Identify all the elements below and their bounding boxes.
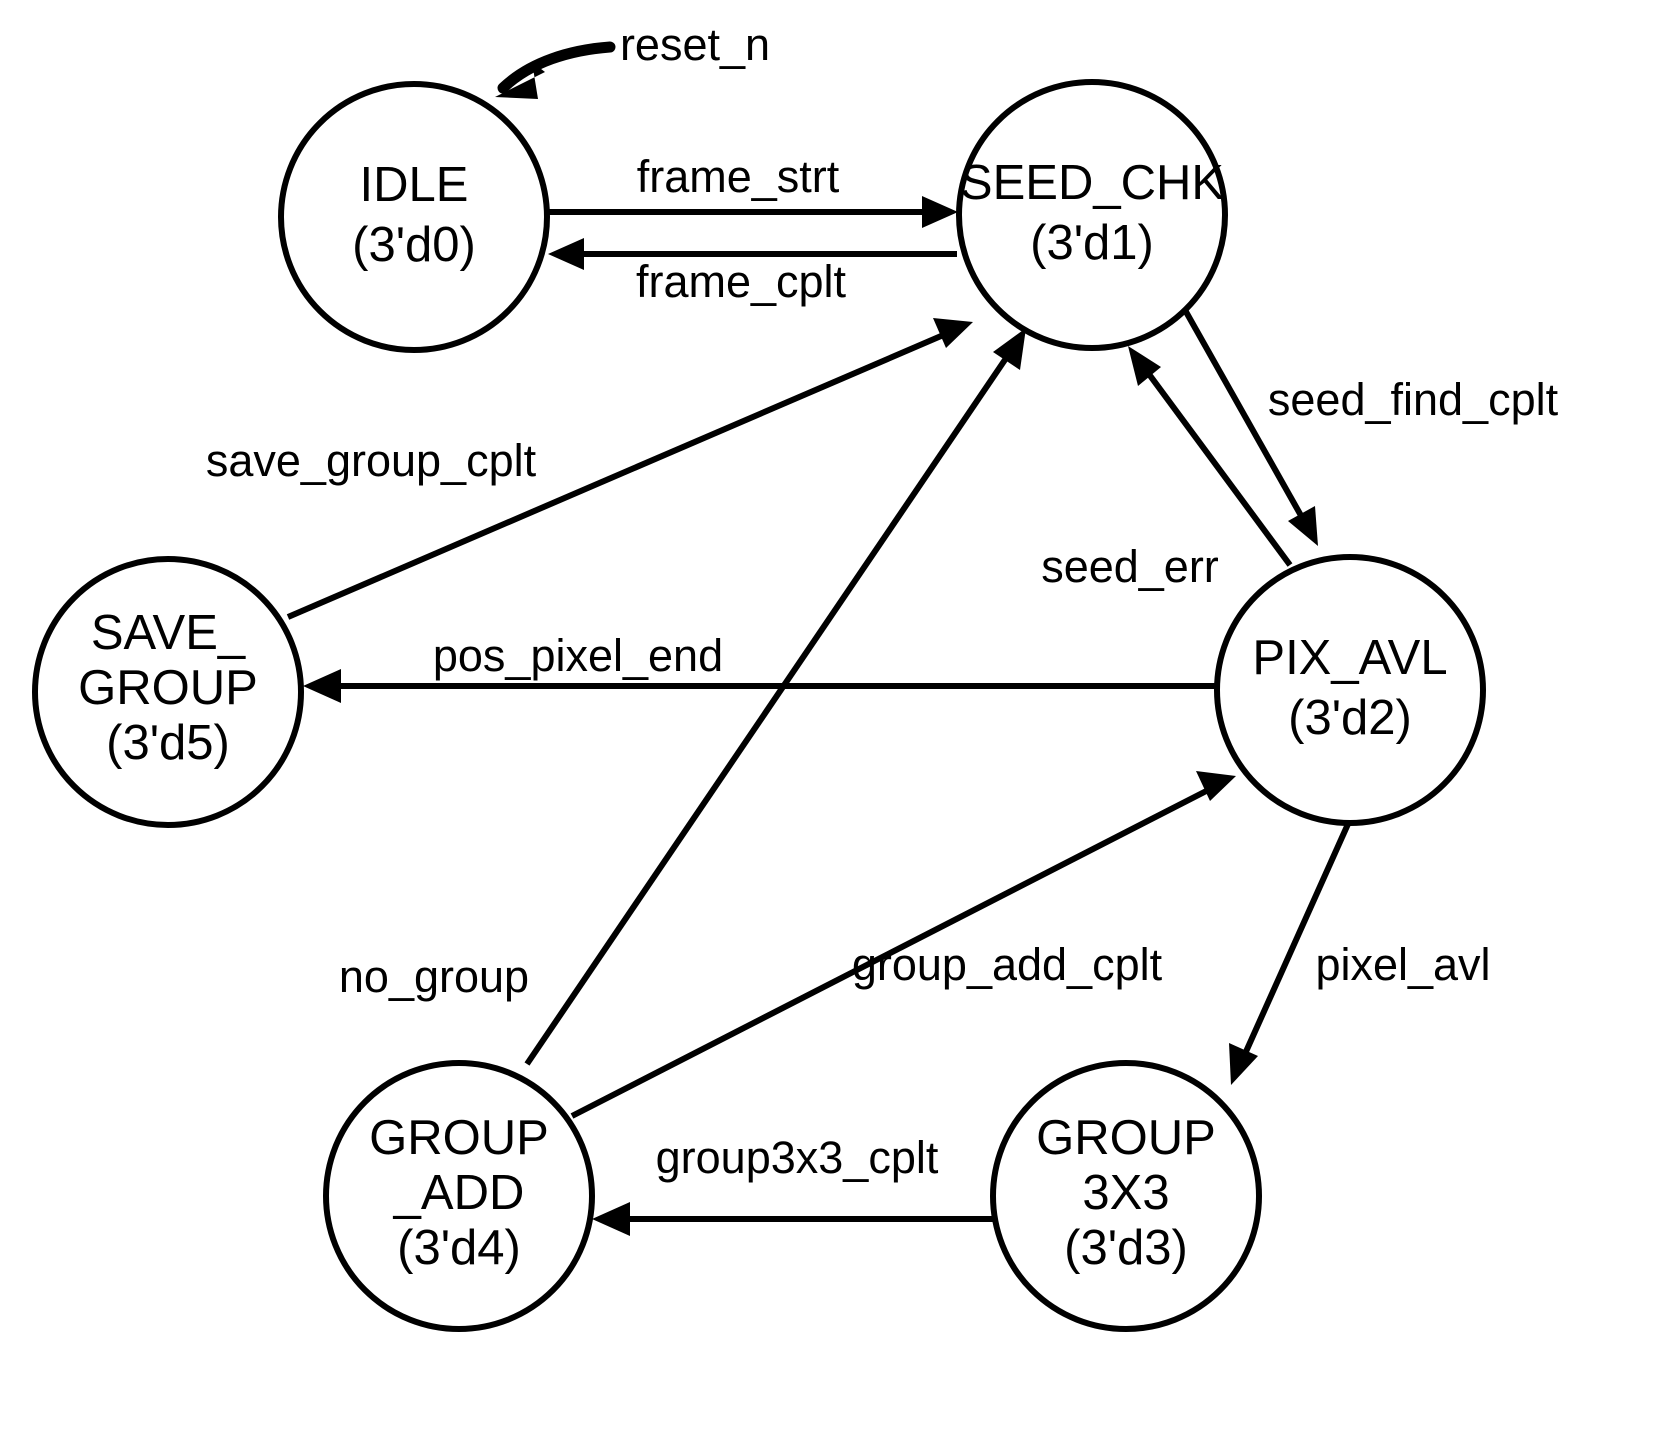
edge-label-pos-pixel-end: pos_pixel_end xyxy=(433,630,723,681)
edge-label-frame-cplt: frame_cplt xyxy=(636,256,847,307)
seed-find-cplt-line xyxy=(1182,308,1311,530)
state-circle-group3x3[interactable] xyxy=(990,1060,1262,1332)
group-add-cplt-arrow-head xyxy=(1196,771,1236,801)
edge-label-seed-find-cplt: seed_find_cplt xyxy=(1268,374,1559,425)
pixel-avl-line xyxy=(1237,822,1351,1067)
edge-label-group-add-cplt: group_add_cplt xyxy=(852,939,1163,990)
transition-group3x3-to-groupadd xyxy=(592,1202,993,1236)
pixel-avl-arrow-head xyxy=(1229,1043,1258,1085)
save-group-cplt-arrow-head xyxy=(933,318,973,348)
reset-arrow-path xyxy=(497,41,616,94)
edge-label-group3x3-cplt: group3x3_cplt xyxy=(656,1132,939,1183)
state-node-group-add[interactable]: GROUP _ADD (3'd4) xyxy=(323,1060,595,1332)
edge-label-reset-n: reset_n xyxy=(620,19,770,70)
state-node-pix-avl[interactable]: PIX_AVL (3'd2) xyxy=(1214,554,1486,826)
state-circle-group-add[interactable] xyxy=(323,1060,595,1332)
edge-label-seed-err: seed_err xyxy=(1041,541,1219,592)
state-label-pix-avl-encoding: (3'd2) xyxy=(1288,691,1412,745)
transition-pixavl-to-group3x3 xyxy=(1229,822,1351,1085)
state-node-save-group[interactable]: SAVE_ GROUP (3'd5) xyxy=(32,556,304,828)
transition-seedchk-to-pixavl xyxy=(1182,308,1318,546)
edge-label-save-group-cplt: save_group_cplt xyxy=(206,435,537,486)
state-circle-pix-avl[interactable] xyxy=(1214,554,1486,826)
state-label-group-add-line1: GROUP xyxy=(369,1111,549,1165)
pos-pixel-end-arrow-head xyxy=(303,669,341,703)
group3x3-cplt-arrow-head xyxy=(592,1202,630,1236)
state-label-save-group-line1: SAVE_ xyxy=(91,606,246,660)
state-label-group3x3-line1: GROUP xyxy=(1036,1111,1216,1165)
group-add-cplt-line xyxy=(570,782,1220,1119)
seed-err-arrow-head xyxy=(1128,346,1161,386)
save-group-cplt-line xyxy=(286,327,957,620)
frame-cplt-arrow-head xyxy=(548,238,584,270)
state-label-group-add-encoding: (3'd4) xyxy=(397,1221,521,1275)
transition-seedchk-to-idle xyxy=(548,238,957,270)
state-label-seed-chk-encoding: (3'd1) xyxy=(1030,216,1154,270)
transition-groupadd-to-seedchk xyxy=(524,328,1026,1066)
state-node-group3x3[interactable]: GROUP 3X3 (3'd3) xyxy=(990,1060,1262,1332)
transition-idle-to-seedchk xyxy=(547,196,958,228)
no-group-arrow-head xyxy=(993,328,1026,370)
seed-err-line xyxy=(1137,360,1293,567)
transition-savegroup-to-seedchk xyxy=(286,318,973,620)
reset-arrow-head xyxy=(495,62,545,99)
transition-pixavl-to-seedchk xyxy=(1128,346,1293,567)
seed-find-cplt-arrow-head xyxy=(1288,506,1318,546)
edge-label-frame-strt: frame_strt xyxy=(637,151,840,202)
transition-pixavl-to-savegroup xyxy=(303,669,1216,703)
state-label-group-add-line2: _ADD xyxy=(393,1166,525,1220)
state-node-idle[interactable]: IDLE (3'd0) xyxy=(278,81,550,353)
transition-reset xyxy=(495,41,616,99)
state-node-seed-chk[interactable]: SEED_CHK (3'd1) xyxy=(956,79,1228,351)
edge-label-no-group: no_group xyxy=(339,951,529,1002)
state-label-seed-chk-name: SEED_CHK xyxy=(960,156,1224,210)
state-label-idle-name: IDLE xyxy=(360,158,469,212)
state-label-idle-encoding: (3'd0) xyxy=(352,218,476,272)
state-label-save-group-encoding: (3'd5) xyxy=(106,716,230,770)
state-circle-seed-chk[interactable] xyxy=(956,79,1228,351)
state-label-group3x3-line2: 3X3 xyxy=(1082,1166,1169,1220)
state-circle-idle[interactable] xyxy=(278,81,550,353)
transition-groupadd-to-pixavl xyxy=(570,771,1236,1119)
state-label-pix-avl-name: PIX_AVL xyxy=(1252,631,1447,685)
state-circle-save-group[interactable] xyxy=(32,556,304,828)
frame-strt-arrow-head xyxy=(922,196,958,228)
no-group-line xyxy=(524,343,1018,1066)
state-label-group3x3-encoding: (3'd3) xyxy=(1064,1221,1188,1275)
state-label-save-group-line2: GROUP xyxy=(78,661,258,715)
edge-label-pixel-avl: pixel_avl xyxy=(1315,939,1490,990)
